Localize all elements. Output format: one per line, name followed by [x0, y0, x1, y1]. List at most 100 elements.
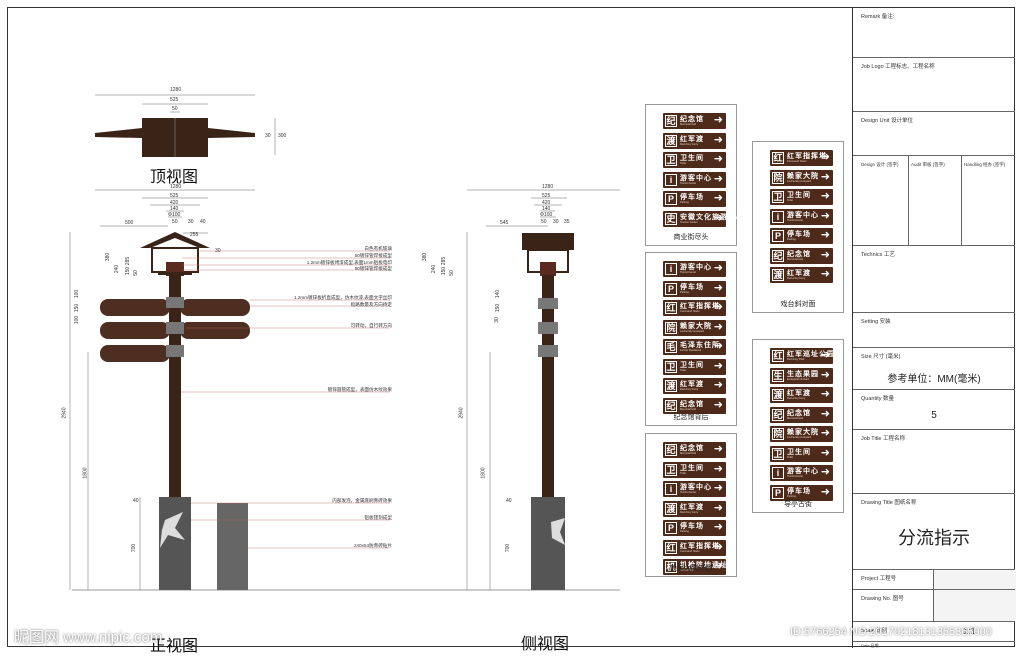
front-pavilion-roof	[140, 232, 210, 248]
sign-subtext: Toilet	[680, 162, 687, 165]
sign-icon: 机	[665, 561, 677, 573]
sign-text: 赖家大院	[680, 322, 712, 330]
sign-subtext: Parking	[680, 290, 689, 294]
sign-subtext: Toilet	[680, 471, 687, 475]
sign-subtext: Toilet	[680, 368, 687, 372]
arrow-right-icon: ➜	[820, 170, 830, 183]
sign-icon: 渡	[772, 389, 784, 401]
dim-sl-150b: 150	[495, 303, 502, 313]
dim-fl-50: 50	[132, 270, 139, 276]
front-view-caption: 正视图	[150, 638, 199, 655]
sign-subtext: Command Tower	[787, 160, 807, 163]
sign-text: 红军指挥塔	[680, 303, 720, 310]
arrow-right-icon: ➜	[713, 340, 723, 352]
tb-audit-label: Audit 审核 (签字)	[911, 162, 945, 167]
dim-sl-2940: 2940	[458, 407, 465, 419]
arrow-right-icon: ➜	[713, 192, 723, 204]
sign-icon: 史	[665, 212, 677, 225]
dim-sl-1800: 1800	[480, 467, 487, 479]
front-arm-board-2r	[180, 322, 250, 339]
sign-text: 停车场	[680, 283, 704, 291]
dim-front-40: 40	[200, 219, 206, 225]
front-arm-board-2l	[100, 322, 170, 339]
dim-front-50: 50	[172, 219, 178, 225]
sign-text: 纪念馆	[680, 400, 704, 408]
tb-scale-label: Scale 比例	[861, 628, 888, 634]
sign-subtext: Memorial Hall	[680, 452, 696, 455]
sign-text: 卫生间	[680, 464, 704, 472]
sign-icon: 生	[772, 369, 784, 382]
dim-side-35: 35	[564, 219, 570, 225]
dim-side-420: 420	[542, 200, 551, 206]
front-brick-base	[159, 497, 191, 590]
sign-text: 卫生间	[787, 192, 811, 199]
top-view-arm-left	[95, 128, 142, 138]
dim-fl-100a: 100	[74, 289, 81, 299]
tb-remark: Remark 备注:	[853, 8, 1015, 57]
sign-subtext: Tourist Center	[680, 491, 697, 494]
sign-icon: 院	[772, 171, 784, 184]
tb-handling-label: Handling 经办 (签字)	[964, 162, 1006, 167]
dim-fl-40: 40	[133, 498, 139, 504]
dim-fl-1800: 1800	[82, 467, 89, 479]
sign-text: 停车场	[680, 523, 704, 530]
leader-lines	[181, 250, 390, 549]
sign-subtext: Memorial Hall	[680, 123, 696, 126]
sign-subtext: Command Tower	[680, 310, 700, 313]
tb-design-unit-label: Design Unit 设计单位	[861, 118, 913, 124]
dim-front-140: 140	[170, 206, 179, 212]
panel-caption: 商业街尽头	[673, 234, 709, 241]
sign-icon: P	[772, 486, 784, 499]
arrow-right-icon: ➜	[820, 485, 830, 498]
tb-remark-label: Remark 备注:	[861, 14, 895, 20]
note-2: 50镀锌管焊接成型	[354, 253, 392, 258]
sign-subtext: Memorial Hall	[680, 407, 696, 411]
sign-subtext: Tourist Center	[787, 475, 804, 478]
tb-quantity-value: 5	[931, 410, 937, 421]
sign-text: 红军渡	[787, 270, 811, 277]
sign-text: 红军渡	[680, 381, 704, 388]
technical-drawing	[69, 94, 620, 591]
tb-project-label: Project 工程号	[861, 576, 897, 582]
dim-fl-150: 150	[125, 266, 132, 276]
tb-drawing-no: Drawing No. 图号	[853, 589, 1016, 621]
sign-icon: P	[665, 193, 677, 205]
sign-text: 生态果园	[787, 370, 819, 378]
panel-caption: 戏台斜对面	[780, 301, 816, 308]
sign-text: 游客中心	[680, 174, 712, 182]
dim-front-525: 525	[170, 193, 179, 199]
sign-text: 红军指挥塔	[680, 542, 720, 550]
sign-icon: 渡	[665, 134, 677, 147]
sign-icon: 渡	[665, 380, 677, 392]
note-10: 铝板镂刻成型	[364, 515, 392, 520]
sign-subtext: Lai Family Courtyard	[787, 436, 811, 439]
sign-icon: 红	[772, 350, 784, 362]
sign-subtext: Tourist Center	[680, 181, 697, 185]
sign-text: 停车场	[680, 194, 704, 201]
sign-icon: 院	[665, 321, 677, 334]
arrow-right-icon: ➜	[820, 268, 830, 280]
sign-text: 纪念馆	[680, 445, 704, 452]
sign-subtext: Lai Family Courtyard	[787, 179, 811, 183]
dim-front-30: 30	[188, 219, 194, 225]
arrow-right-icon: ➜	[713, 301, 723, 313]
tb-size-label: Size 尺寸 (毫米)	[861, 354, 901, 360]
dim-sl-140: 140	[495, 289, 502, 299]
note-6: 指路数量及方向待定	[350, 302, 392, 307]
tb-job-logo-label: Job Logo 工程标志、工程名称	[861, 64, 935, 70]
dim-sl-700: 700	[505, 543, 512, 553]
top-view-arm-right	[208, 128, 255, 138]
dim-front-30b: 30	[215, 248, 221, 254]
